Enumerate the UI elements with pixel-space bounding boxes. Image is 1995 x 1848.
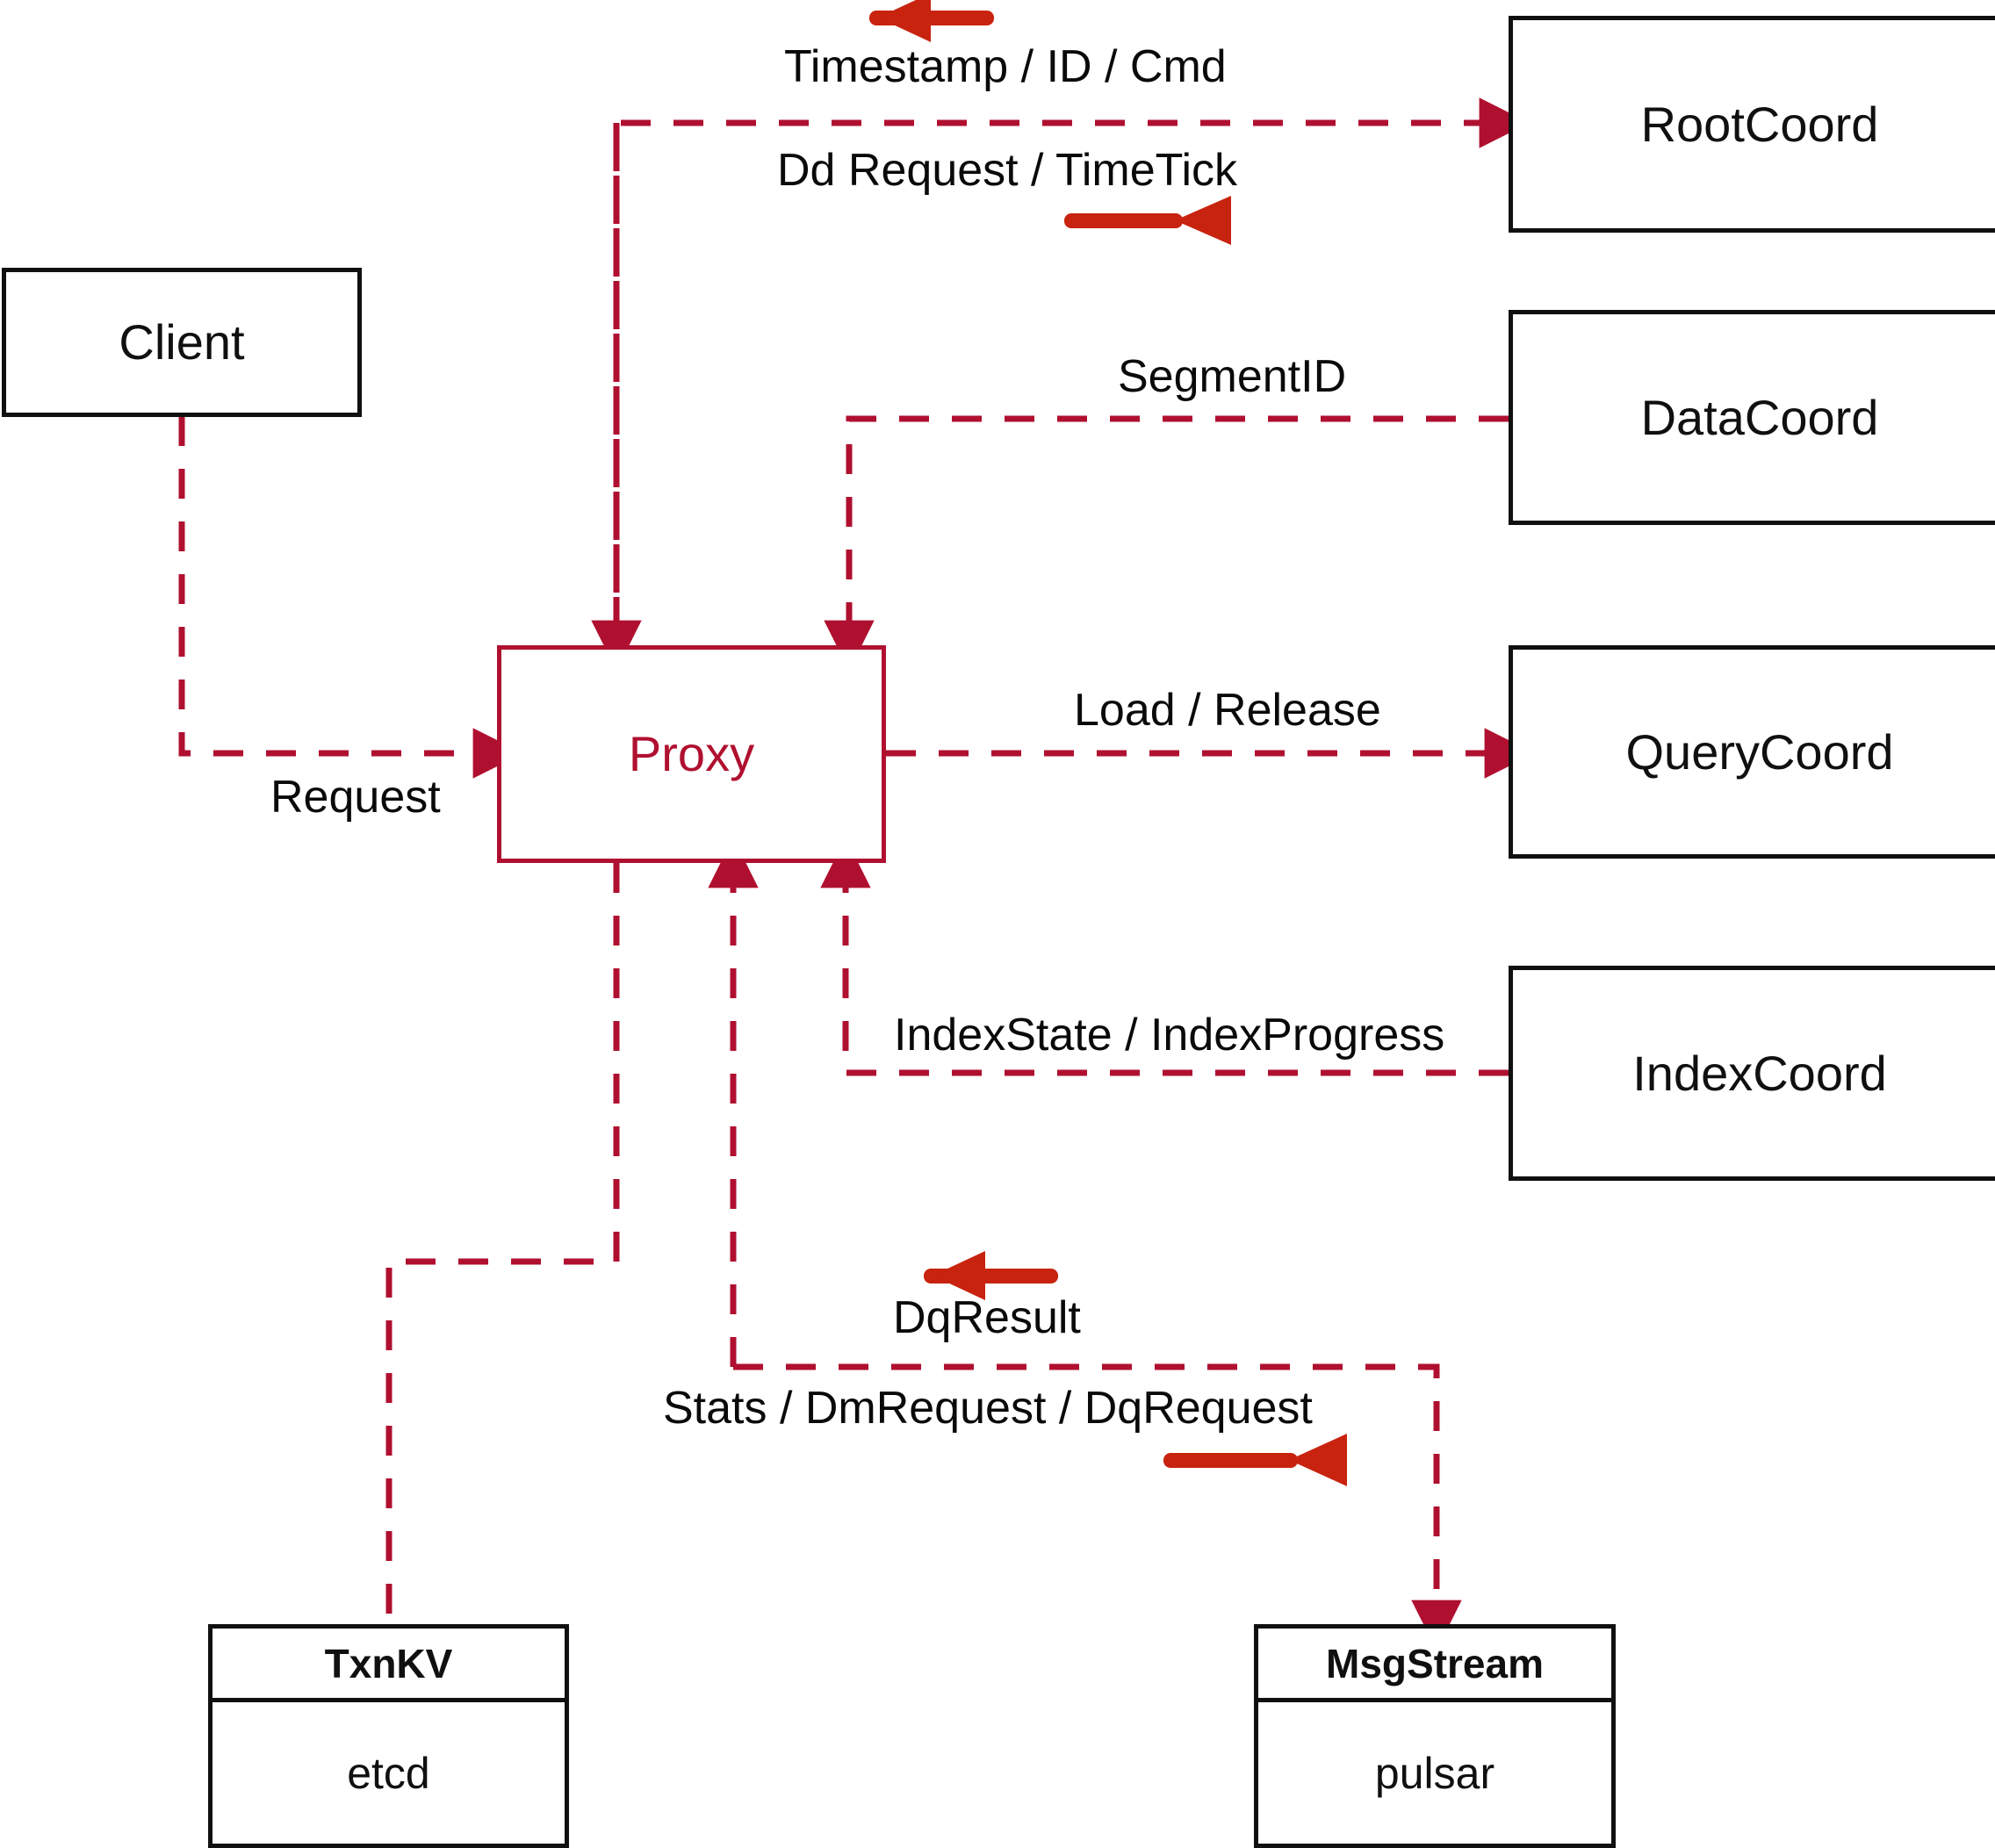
node-index-coord[interactable]: IndexCoord <box>1509 966 1995 1181</box>
node-client[interactable]: Client <box>2 268 362 417</box>
edge-proxy-txnkv <box>385 863 620 1624</box>
node-query-coord-label: QueryCoord <box>1625 723 1894 780</box>
edge-dd-request-timetick <box>613 97 1530 645</box>
node-index-coord-label: IndexCoord <box>1632 1045 1887 1101</box>
node-proxy[interactable]: Proxy <box>497 645 886 863</box>
node-proxy-label: Proxy <box>628 726 755 781</box>
direction-arrow-dd-request-timetick <box>1064 196 1231 245</box>
edge-segmentid <box>824 415 1509 671</box>
node-msgstream-impl: pulsar <box>1374 1748 1495 1798</box>
node-msgstream-header: MsgStream <box>1258 1629 1611 1702</box>
node-txnkv-impl: etcd <box>347 1748 430 1798</box>
node-msgstream[interactable]: MsgStream pulsar <box>1254 1624 1616 1848</box>
edge-label-segmentid: SegmentID <box>1118 351 1347 402</box>
node-txnkv-body: etcd <box>212 1702 565 1844</box>
node-root-coord-label: RootCoord <box>1640 96 1879 152</box>
node-data-coord-label: DataCoord <box>1640 389 1879 445</box>
node-root-coord[interactable]: RootCoord <box>1509 16 1995 233</box>
node-query-coord[interactable]: QueryCoord <box>1509 645 1995 859</box>
direction-arrow-dqresult <box>924 1251 1058 1300</box>
direction-arrow-timestamp-id-cmd <box>869 0 994 42</box>
node-txnkv-header: TxnKV <box>212 1629 565 1702</box>
node-txnkv[interactable]: TxnKV etcd <box>208 1624 569 1848</box>
edge-label-request: Request <box>270 772 441 823</box>
edge-label-timestamp-id-cmd: Timestamp / ID / Cmd <box>784 41 1227 92</box>
edge-label-stats-dmrequest-dqrequest: Stats / DmRequest / DqRequest <box>663 1383 1313 1434</box>
node-msgstream-title: MsgStream <box>1326 1640 1544 1686</box>
node-txnkv-title: TxnKV <box>324 1640 453 1686</box>
edge-label-dd-request-timetick: Dd Request / TimeTick <box>777 145 1238 196</box>
edge-label-indexstate-indexprogress: IndexState / IndexProgress <box>894 1010 1445 1061</box>
node-data-coord[interactable]: DataCoord <box>1509 310 1995 525</box>
edge-label-load-release: Load / Release <box>1074 685 1381 736</box>
edge-request <box>178 416 523 779</box>
direction-arrow-stats-dmrequest-dqrequest <box>1163 1434 1347 1486</box>
edge-indexstate-indexprogress <box>820 838 1509 1076</box>
node-msgstream-body: pulsar <box>1258 1702 1611 1844</box>
edge-label-dqresult: DqResult <box>893 1292 1081 1343</box>
edge-stats-dmrequest-dqrequest <box>733 1363 1462 1650</box>
node-client-label: Client <box>119 314 245 370</box>
